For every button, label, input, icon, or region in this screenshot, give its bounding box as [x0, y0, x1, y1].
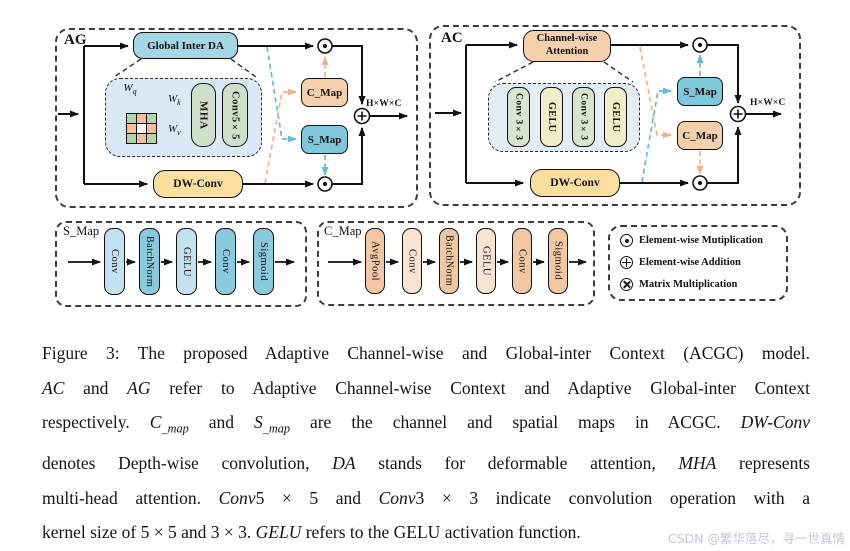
caption-line: Figure 3: The proposed Adaptive Channel-…: [42, 343, 810, 363]
grid-cell: [137, 114, 146, 123]
stage-pill-conv: Conv: [215, 228, 236, 295]
circled-plus-icon: [620, 256, 633, 269]
channel-wise-attention-box: Channel-wise Attention: [523, 30, 611, 62]
ac-c-map-box: C_Map: [677, 121, 723, 150]
ac-block-title: AC: [441, 30, 463, 46]
stage-pill-batchnorm: BatchNorm: [139, 228, 160, 295]
conv3x3-pill: Conv 3×3: [507, 87, 530, 147]
grid-cell: [127, 114, 136, 123]
grid-cell: [137, 134, 146, 143]
circled-dot-icon: [620, 234, 633, 247]
ac-block-panel: [429, 25, 801, 206]
ac-output-dims-label: H×W×C: [750, 98, 786, 108]
caption-line: multi-head attention. Conv5 × 5 and Conv…: [42, 487, 811, 508]
legend-item: Matrix Multiplication: [620, 278, 737, 291]
grid-cell: [147, 134, 156, 143]
ag-s-map-box: S_Map: [301, 125, 348, 154]
ag-output-dims-label: H×W×C: [366, 99, 402, 109]
c-map-detail-panel: [317, 221, 595, 306]
conv3x3-pill: Conv 3×3: [572, 87, 595, 147]
watermark: CSDN @繁华落尽，寻一世真情: [667, 531, 845, 546]
qkv-grid-icon: [126, 113, 157, 144]
c-map-detail-title: C_Map: [324, 224, 362, 238]
stage-pill-conv: Conv: [512, 228, 532, 294]
connector-layer: [58, 37, 782, 266]
grid-cell: [137, 124, 146, 133]
stage-pill-sigmoid: Sigmoid: [548, 228, 568, 294]
caption-line: kernel size of 5 × 5 and 3 × 3. GELU ref…: [42, 522, 581, 543]
ag-block-panel: [55, 28, 418, 208]
legend-item: Element-wise Mutiplication: [620, 234, 763, 247]
stage-pill-batchnorm: BatchNorm: [439, 228, 459, 294]
stage-pill-gelu: GELU: [176, 228, 197, 295]
figure-caption: Figure 3: The proposed Adaptive Channel-…: [42, 336, 810, 550]
grid-cell: [147, 114, 156, 123]
legend-panel: [608, 225, 788, 301]
s-map-detail-panel: [55, 221, 307, 307]
global-inter-da-box: Global Inter DA: [133, 32, 238, 59]
ag-c-map-box: C_Map: [301, 78, 348, 107]
mha-pill: MHA: [191, 83, 216, 147]
gelu-pill: GELU: [604, 87, 627, 147]
grid-cell: [147, 124, 156, 133]
stage-pill-gelu: GELU: [476, 228, 496, 294]
caption-line: respectively. C_map and S_map are the ch…: [42, 412, 810, 436]
stage-pill-conv: Conv: [104, 228, 125, 295]
ag-block-title: AG: [64, 32, 87, 48]
gelu-pill: GELU: [540, 87, 563, 147]
stage-pill-avgpool: AvgPool: [365, 228, 385, 294]
conv5x5-pill: Conv5×5: [222, 83, 248, 147]
circled-times-icon: [620, 278, 633, 291]
stage-pill-conv: Conv: [402, 228, 422, 294]
ac-s-map-box: S_Map: [677, 77, 723, 106]
caption-line: denotes Depth-wise convolution, DA stand…: [42, 453, 810, 474]
legend-item: Element-wise Addition: [620, 256, 741, 269]
weight-q-label: Wq: [123, 82, 137, 97]
ag-dw-conv-box: DW-Conv: [153, 170, 243, 198]
caption-line: AC and AG refer to Adaptive Channel-wise…: [42, 377, 810, 398]
weight-k-label: Wk: [168, 93, 181, 108]
ac-dw-conv-box: DW-Conv: [530, 169, 620, 197]
stage-pill-sigmoid: Sigmoid: [253, 228, 274, 295]
weight-v-label: Wv: [168, 123, 181, 138]
s-map-detail-title: S_Map: [63, 224, 100, 238]
grid-cell: [127, 134, 136, 143]
grid-cell: [127, 124, 136, 133]
